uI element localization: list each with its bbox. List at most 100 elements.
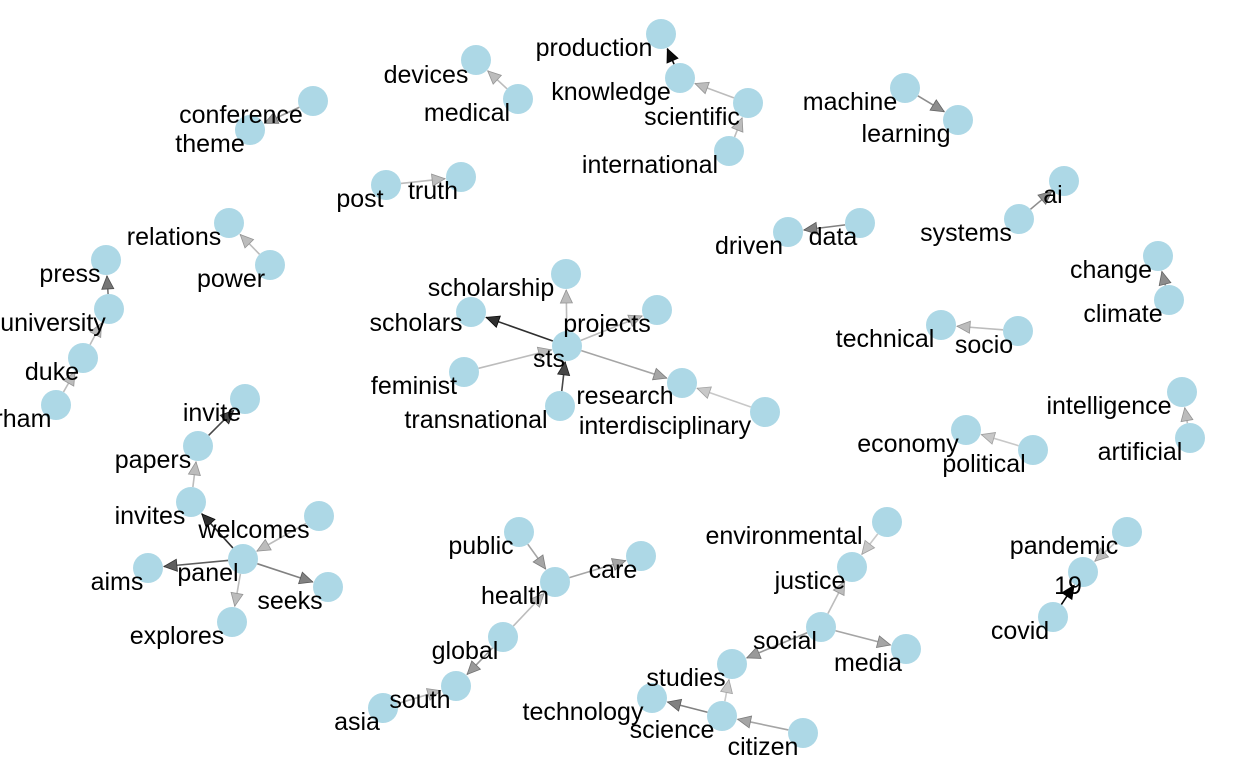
arrowhead-machine-to-learning [929,99,946,113]
node-label-interdisciplinary: interdisciplinary [579,412,752,440]
node-label-aims: aims [91,568,144,596]
node-19 [1068,557,1098,587]
node-intelligence [1167,377,1197,407]
node-label-durham: durham [0,405,51,433]
node-sts [552,331,582,361]
node-pandemic [1112,517,1142,547]
node-media [891,634,921,664]
node-projects [642,295,672,325]
arrowhead-conference-to-theme [263,111,280,124]
node-label-transnational: transnational [404,406,547,434]
node-conference [298,86,328,116]
arrowhead-sts-to-scholarship [559,289,574,304]
arrowhead-systems-to-ai [1037,190,1053,206]
edge-layer [62,47,1194,731]
arrowhead-social-to-media [875,635,892,649]
node-label-19: 19 [1054,572,1082,600]
node-label-research: research [576,382,673,410]
node-scholars [456,297,486,327]
node-invite [230,384,260,414]
node-climate [1154,285,1184,315]
node-scientific [733,88,763,118]
node-label-machine: machine [803,88,898,116]
node-label-university: university [0,309,106,337]
node-label-political: political [942,450,1025,478]
node-label-invites: invites [115,502,186,530]
arrowhead-sts-to-research [651,367,668,381]
node-political [1018,435,1048,465]
node-care [626,541,656,571]
arrowhead-international-to-scientific [731,116,744,133]
node-label-climate: climate [1083,300,1162,328]
node-label-justice: justice [774,567,846,595]
node-label-theme: theme [175,130,244,158]
node-global [488,622,518,652]
arrowhead-duke-to-university [89,322,102,339]
node-technology [637,683,667,713]
arrowhead-asia-to-south [425,688,442,701]
arrowhead-data-to-driven [802,221,818,235]
node-university [94,294,124,324]
node-label-international: international [582,151,718,179]
node-socio [1003,316,1033,346]
arrowhead-environmental-to-justice [861,539,876,556]
node-label-economy: economy [857,430,959,458]
node-label-asia: asia [334,708,380,736]
node-label-social: social [753,627,817,655]
node-aims [133,553,163,583]
node-label-driven: driven [715,232,783,260]
node-label-covid: covid [991,617,1049,645]
node-production [646,19,676,49]
node-label-science: science [630,716,715,744]
node-explores [217,607,247,637]
node-systems [1004,204,1034,234]
node-label-health: health [481,582,549,610]
node-duke [68,343,98,373]
node-label-post: post [336,185,383,213]
node-label-studies: studies [646,664,725,692]
arrowhead-health-to-care [610,558,627,571]
node-label-global: global [432,637,499,665]
node-ai [1049,166,1079,196]
node-public [504,517,534,547]
arrowhead-power-to-relations [239,233,255,249]
node-label-environmental: environmental [705,522,862,550]
node-feminist [449,357,479,387]
node-relations [214,208,244,238]
node-label-ai: ai [1043,181,1062,209]
node-label-care: care [589,556,638,584]
arrowhead-sts-to-projects [627,314,644,328]
node-panel [228,544,258,574]
node-label-devices: devices [384,61,469,89]
arrowhead-invites-to-papers [187,460,201,476]
arrowhead-pandemic-to-19 [1094,547,1110,562]
node-post [371,170,401,200]
node-international [714,136,744,166]
arrowhead-scientific-to-knowledge [694,81,710,95]
edge-sts-to-research [581,349,668,379]
node-label-knowledge: knowledge [551,78,671,106]
node-layer [41,19,1205,748]
arrowhead-sts-to-scholars [485,315,501,329]
node-label-feminist: feminist [371,372,457,400]
arrowhead-feminist-to-sts [536,346,553,360]
node-label-south: south [389,686,450,714]
node-studies [717,649,747,679]
node-knowledge [665,63,695,93]
arrowhead-medical-to-devices [487,70,503,85]
node-health [540,567,570,597]
node-data [845,208,875,238]
node-label-projects: projects [563,310,651,338]
node-label-explores: explores [130,622,225,650]
arrowhead-panel-to-explores [230,591,244,608]
node-devices [461,45,491,75]
arrowhead-knowledge-to-production [666,47,679,64]
node-asia [368,693,398,723]
arrowhead-citizen-to-science [736,715,753,729]
node-artificial [1175,423,1205,453]
arrowhead-transnational-to-sts [557,360,571,376]
arrowhead-post-to-truth [431,173,447,187]
node-label-systems: systems [920,219,1012,247]
node-power [255,250,285,280]
node-label-scholars: scholars [369,309,462,337]
